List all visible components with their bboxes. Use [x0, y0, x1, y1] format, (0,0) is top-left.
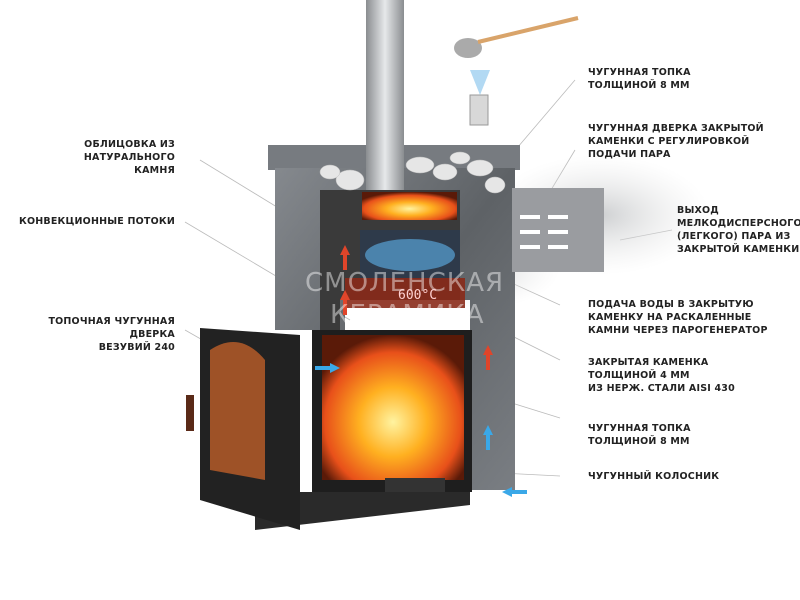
- label-line: ТОЛЩИНОЙ 8 ММ: [588, 436, 690, 447]
- label-line: ВЫХОД: [677, 205, 719, 216]
- label-line: ПОДАЧА ВОДЫ В ЗАКРЫТУЮ: [588, 299, 754, 310]
- label-line: ТОЛЩИНОЙ 8 ММ: [588, 80, 690, 91]
- label-line: МЕЛКОДИСПЕРСНОГО: [677, 218, 800, 229]
- label-grate: ЧУГУННЫЙ КОЛОСНИК: [588, 470, 719, 483]
- label-line: КАМЕНКУ НА РАСКАЛЕННЫЕ: [588, 312, 752, 323]
- label-line: ЗАКРЫТАЯ КАМЕНКА: [588, 357, 709, 368]
- label-line: ТОПОЧНАЯ ЧУГУННАЯ ДВЕРКА: [48, 316, 175, 340]
- label-stone-cladding: ОБЛИЦОВКА ИЗ НАТУРАЛЬНОГО КАМНЯ: [0, 138, 175, 177]
- chimney-pipe: [366, 0, 404, 190]
- label-water-supply: ПОДАЧА ВОДЫ В ЗАКРЫТУЮ КАМЕНКУ НА РАСКАЛЕ…: [588, 298, 768, 337]
- label-heater-door: ЧУГУННАЯ ДВЕРКА ЗАКРЫТОЙ КАМЕНКИ С РЕГУЛИ…: [588, 122, 764, 161]
- label-line: КАМНИ ЧЕРЕЗ ПАРОГЕНЕРАТОР: [588, 325, 768, 336]
- label-line: ЧУГУННАЯ ДВЕРКА ЗАКРЫТОЙ: [588, 123, 764, 134]
- upper-flame: [362, 192, 457, 220]
- label-line: ЧУГУННАЯ ТОПКА: [588, 423, 691, 434]
- label-line: (ЛЕГКОГО) ПАРА ИЗ: [677, 231, 791, 242]
- label-line: ЧУГУННАЯ ТОПКА: [588, 67, 691, 78]
- ladle: [454, 38, 482, 58]
- label-closed-heater: ЗАКРЫТАЯ КАМЕНКА ТОЛЩИНОЙ 4 ММ ИЗ НЕРЖ. СТ…: [588, 356, 735, 395]
- convection-arrows: [315, 245, 527, 497]
- label-line: ОБЛИЦОВКА ИЗ НАТУРАЛЬНОГО: [83, 139, 175, 163]
- label-line: КАМЕНКИ С РЕГУЛИРОВКОЙ: [588, 136, 750, 147]
- label-line: ТОЛЩИНОЙ 4 ММ: [588, 370, 690, 381]
- label-line: ИЗ НЕРЖ. СТАЛИ AISI 430: [588, 383, 735, 394]
- label-line: ЗАКРЫТОЙ КАМЕНКИ: [677, 244, 800, 255]
- watermark-line-2: КЕРАМИКА: [330, 300, 485, 330]
- label-line: КАМНЯ: [134, 165, 175, 176]
- watermark-line-1: СМОЛЕНСКАЯ: [305, 268, 505, 298]
- firebox-flame: [322, 335, 464, 480]
- label-line: ЧУГУННЫЙ КОЛОСНИК: [588, 471, 720, 482]
- steam-generator: [469, 94, 489, 126]
- label-line: ВЕЗУВИЙ 240: [98, 342, 175, 353]
- label-steam-outlet: ВЫХОД МЕЛКОДИСПЕРСНОГО (ЛЕГКОГО) ПАРА ИЗ ЗА…: [677, 204, 800, 256]
- label-line: ПОДАЧИ ПАРА: [588, 149, 671, 160]
- label-cast-iron-firebox-top: ЧУГУННАЯ ТОПКА ТОЛЩИНОЙ 8 ММ: [588, 66, 691, 92]
- label-convection: КОНВЕКЦИОННЫЕ ПОТОКИ: [19, 215, 175, 228]
- label-firebox-door: ТОПОЧНАЯ ЧУГУННАЯ ДВЕРКА ВЕЗУВИЙ 240: [0, 315, 175, 354]
- temperature-label: 600°C: [398, 288, 438, 303]
- grate: [385, 478, 445, 492]
- label-line: КОНВЕКЦИОННЫЕ ПОТОКИ: [19, 216, 175, 227]
- label-cast-iron-firebox: ЧУГУННАЯ ТОПКА ТОЛЩИНОЙ 8 ММ: [588, 422, 691, 448]
